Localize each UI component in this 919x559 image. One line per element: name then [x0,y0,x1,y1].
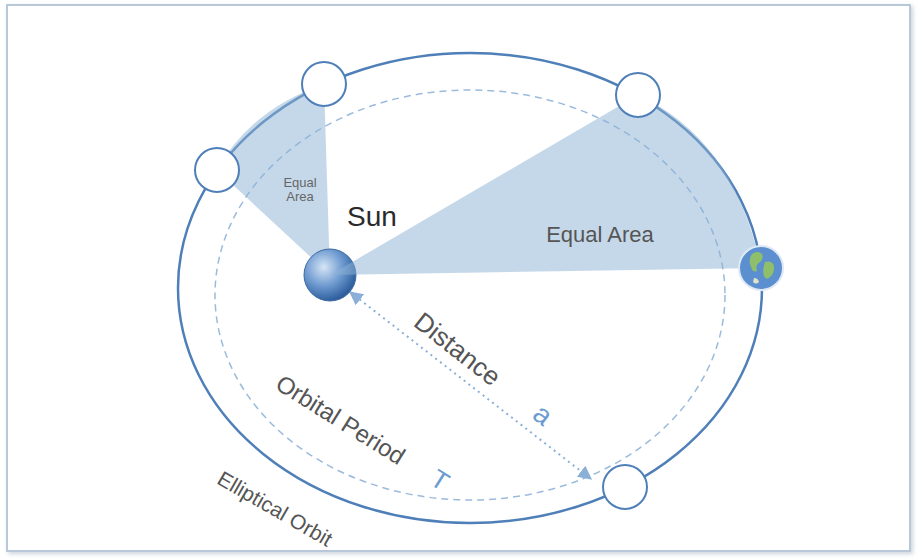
wedge-shape [205,76,337,282]
planet [195,148,239,192]
area-label: Equal Area [546,223,654,247]
frame [7,5,910,551]
planet [603,465,647,509]
planet [616,73,660,117]
area-label: Equal Area [277,176,323,205]
equal-area-wedge: Equal Area [205,76,337,282]
earth-icon [739,246,783,290]
equal-area-wedge: Equal Area [325,88,767,280]
planet [302,62,346,106]
wedge-shape [325,88,767,280]
elliptical-orbit [178,53,762,523]
sun-label: Sun [347,202,397,233]
